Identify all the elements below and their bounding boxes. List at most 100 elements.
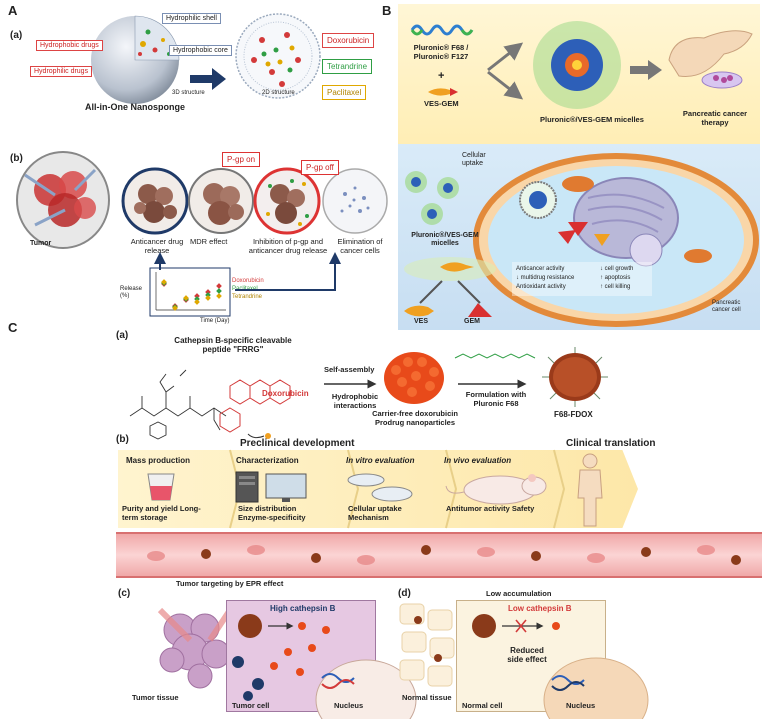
arrow-to-therapy — [630, 60, 662, 80]
effect-right-2: ↑ apoptosis — [600, 275, 631, 281]
label-pancreatic-cell: Pancreatic cancer cell — [712, 300, 741, 313]
label-carrier-free: Carrier-free doxorubicin Prodrug nanopar… — [372, 409, 458, 427]
step-label-elimination: Elimination of cancer cells — [337, 237, 383, 255]
label-nucleus-d: Nucleus — [566, 701, 596, 710]
stage-4-desc: Antitumor activity Safety — [446, 504, 535, 513]
step-anticancer-release — [121, 167, 189, 235]
label-micelles-title: Pluronic®/VES-GEM micelles — [540, 115, 644, 124]
label-low-cathepsin: Low cathepsin B — [508, 604, 572, 613]
step-mdr-effect — [188, 168, 254, 234]
pluronic-polymer-icon — [410, 24, 474, 36]
step-label-pgp-inhibition: Inhibition of p-gp and anticancer drug r… — [248, 237, 328, 255]
label-plus: + — [438, 70, 445, 82]
arrow-self-assembly — [324, 379, 377, 389]
release-legend-1: Doxorubicin — [232, 278, 264, 284]
release-feedback-arrows — [154, 252, 341, 291]
step-pgp-inhibition — [253, 167, 321, 235]
panel-c-sub-c: (c) — [118, 588, 131, 599]
label-hydrophobic-core: Hydrophobic core — [169, 45, 232, 56]
label-pluronic: Pluronic® F68 / Pluronic® F127 — [413, 43, 469, 61]
label-f68-fdox: F68-FDOX — [554, 410, 593, 419]
ves-gem-split — [404, 257, 496, 317]
tumor-tissue-illustration — [157, 607, 233, 689]
label-tumor-tissue: Tumor tissue — [132, 693, 179, 702]
step-label-anticancer-release: Anticancer drug release — [130, 237, 184, 255]
normal-cell-contents — [472, 614, 649, 719]
mass-production-icon — [147, 473, 175, 501]
panel-a-sub-b: (b) — [10, 153, 23, 164]
effect-left-1: Anticancer activity — [516, 266, 565, 272]
panel-a-sub-a: (a) — [10, 30, 23, 41]
label-epr: Tumor targeting by EPR effect — [176, 579, 284, 588]
release-xlabel: Time (Day) — [200, 318, 230, 324]
label-tumor-cell: Tumor cell — [232, 701, 270, 710]
drug-doxorubicin: Doxorubicin — [322, 33, 375, 48]
effect-right-1: ↓ cell growth — [600, 266, 634, 272]
label-micelles-left: Pluronic®/VES-GEM micelles — [411, 232, 479, 248]
pancreatic-cell-illustration — [473, 153, 759, 327]
tumor-cell-contents — [232, 614, 417, 719]
characterization-icon — [235, 471, 307, 503]
stage-3-desc: Cellular uptake Mechanism — [348, 504, 402, 522]
micelles-small — [405, 171, 459, 225]
f68-polymer-formula — [454, 353, 536, 359]
label-doxorubicin: Doxorubicin — [262, 389, 309, 398]
label-clinical: Clinical translation — [566, 438, 656, 449]
nanosponge-title: All-in-One Nanosponge — [85, 102, 185, 112]
fdox-molecule — [129, 369, 291, 440]
peptide-title: Cathepsin B-specific cleavable peptide "… — [174, 336, 292, 355]
pancreas-illustration — [668, 30, 753, 89]
blood-vessel — [116, 532, 762, 578]
effect-left-2: ↓ multidrug resistance — [516, 275, 575, 281]
nanosponge-2d-illustration — [235, 13, 321, 99]
stage-4-title: In vivo evaluation — [444, 456, 512, 465]
panel-c-sub-a: (a) — [116, 330, 129, 341]
label-normal-cell: Normal cell — [462, 701, 503, 710]
arrow-3d-to-2d — [190, 68, 226, 90]
prodrug-nanoparticle — [384, 352, 444, 404]
label-hydrophilic-drugs: Hydrophilic drugs — [30, 66, 93, 77]
drug-tetrandrine: Tetrandrine — [322, 59, 373, 74]
stage-1-desc: Purity and yield Long-term storage — [122, 504, 201, 522]
human-figure-icon — [577, 453, 603, 527]
label-self-assembly: Self-assembly — [324, 365, 375, 374]
release-ylabel: Release (%) — [120, 286, 143, 299]
stage-2-title: Characterization — [236, 456, 299, 465]
label-cellular-uptake: Cellular uptake — [462, 152, 486, 168]
label-nucleus-c: Nucleus — [334, 701, 364, 710]
label-normal-tissue: Normal tissue — [402, 693, 452, 702]
step-elimination — [322, 168, 388, 234]
tumor-illustration — [16, 151, 110, 249]
stage-2-desc: Size distribution Enzyme-specificity — [238, 504, 306, 522]
label-high-cathepsin: High cathepsin B — [270, 604, 336, 613]
drug-paclitaxel: Paclitaxel — [322, 85, 367, 100]
effect-right-3: ↑ cell killing — [600, 284, 631, 290]
label-2d-structure: 2D structure — [262, 90, 295, 96]
label-hydrophobic-drugs: Hydrophobic drugs — [36, 40, 103, 51]
normal-tissue-illustration — [399, 603, 455, 687]
in-vitro-icon — [347, 473, 413, 502]
label-hydrophilic-shell: Hydrophilic shell — [162, 13, 221, 24]
panel-c-sub-d: (d) — [398, 588, 411, 599]
label-low-accumulation: Low accumulation — [486, 589, 552, 598]
arrow-formulation — [458, 379, 527, 389]
stage-1-title: Mass production — [126, 456, 191, 465]
f68-fdox-particle — [542, 347, 608, 407]
ves-gem-icon — [428, 88, 458, 96]
label-ves: VES — [414, 318, 429, 325]
label-gem: GEM — [464, 318, 480, 325]
label-tumor: Tumor — [30, 240, 52, 247]
release-legend-3: Tetrandrine — [232, 294, 263, 300]
panel-a-label: A — [8, 3, 18, 18]
panel-c-label: C — [8, 320, 18, 335]
label-ves-gem: VES-GEM — [424, 99, 459, 108]
in-vivo-mouse-icon — [445, 474, 547, 505]
pgp-off-label: P-gp off — [301, 160, 339, 175]
arrows-to-micelle — [487, 42, 524, 100]
stage-3-title: In vitro evaluation — [346, 456, 415, 465]
pgp-on-label: P-gp on — [222, 152, 261, 167]
label-therapy: Pancreatic cancer therapy — [682, 109, 748, 127]
label-reduced: Reduced side effect — [507, 646, 547, 665]
panel-b-label: B — [382, 3, 392, 18]
panel-c-sub-b: (b) — [116, 434, 129, 445]
